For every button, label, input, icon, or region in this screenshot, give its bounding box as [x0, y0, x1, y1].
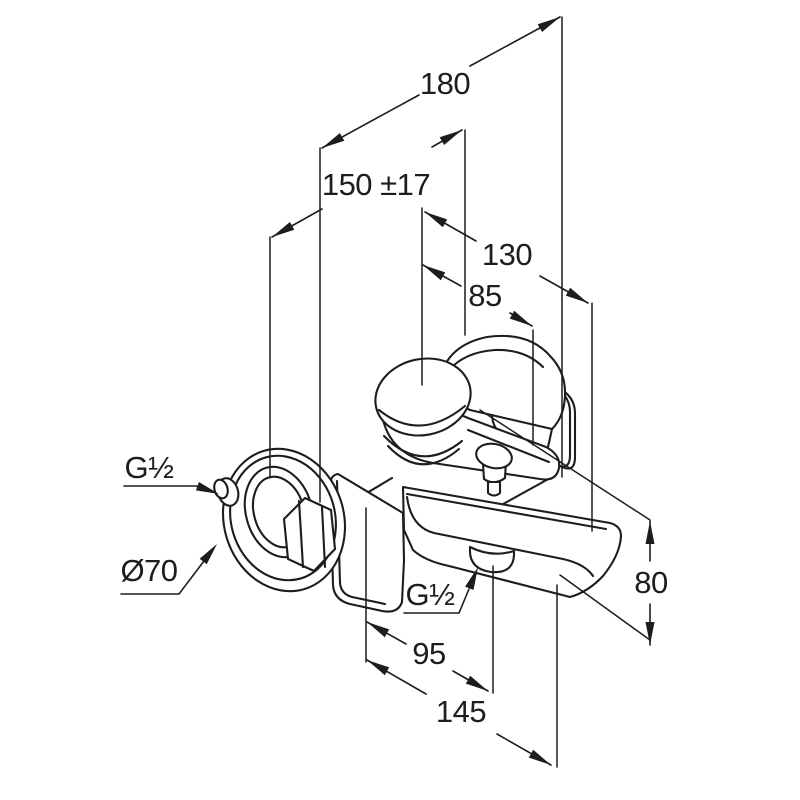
- dim-130: 130: [424, 211, 589, 304]
- dim-label-180: 180: [420, 66, 470, 101]
- dim-150: 150 ±17: [271, 129, 463, 238]
- spout-riser-inner: [335, 479, 387, 606]
- cartridge-rim-2: [386, 444, 461, 466]
- thread-wall-text: G½: [125, 450, 175, 485]
- dim-label-145: 145: [436, 694, 486, 729]
- dim-180: 180: [321, 16, 561, 149]
- dim-85: 85: [422, 264, 533, 327]
- dim-80: 80: [634, 520, 668, 646]
- handle-cap: [374, 357, 472, 437]
- ext-80-top: [479, 409, 651, 521]
- handle-rear-edge: [546, 427, 554, 449]
- handle-rear-hump-inner: [447, 348, 545, 372]
- dim-label-95: 95: [412, 636, 445, 671]
- spout: [401, 485, 623, 599]
- diverter-knob: [475, 442, 513, 497]
- faucet-drawing: [213, 334, 623, 613]
- spout-front-edge: [405, 495, 595, 578]
- dim-label-150: 150 ±17: [322, 167, 430, 202]
- dim-label-130: 130: [482, 237, 532, 272]
- cartridge-rim: [382, 434, 464, 458]
- label-thread-wall: G½: [123, 450, 219, 494]
- dim-label-85: 85: [468, 278, 501, 313]
- spout-top-inner-edge: [405, 492, 608, 531]
- dimensions: 180 150 ±17 130 85: [120, 16, 668, 768]
- spout-riser: [328, 472, 406, 613]
- handle-cap-inner: [377, 404, 467, 427]
- dim-label-80: 80: [634, 565, 668, 600]
- aerator: [468, 545, 516, 574]
- label-thread-spout: G½: [403, 567, 478, 614]
- thread-spout-text: G½: [406, 577, 456, 612]
- label-flange-diameter: Ø70: [120, 544, 217, 595]
- hex-nut: [282, 496, 337, 573]
- dim-145: 145: [366, 659, 552, 766]
- ext-80-bottom: [559, 574, 651, 641]
- handle-lever-top-edge: [466, 428, 551, 464]
- flange-diameter-text: Ø70: [120, 553, 177, 588]
- dim-95: 95: [366, 621, 489, 692]
